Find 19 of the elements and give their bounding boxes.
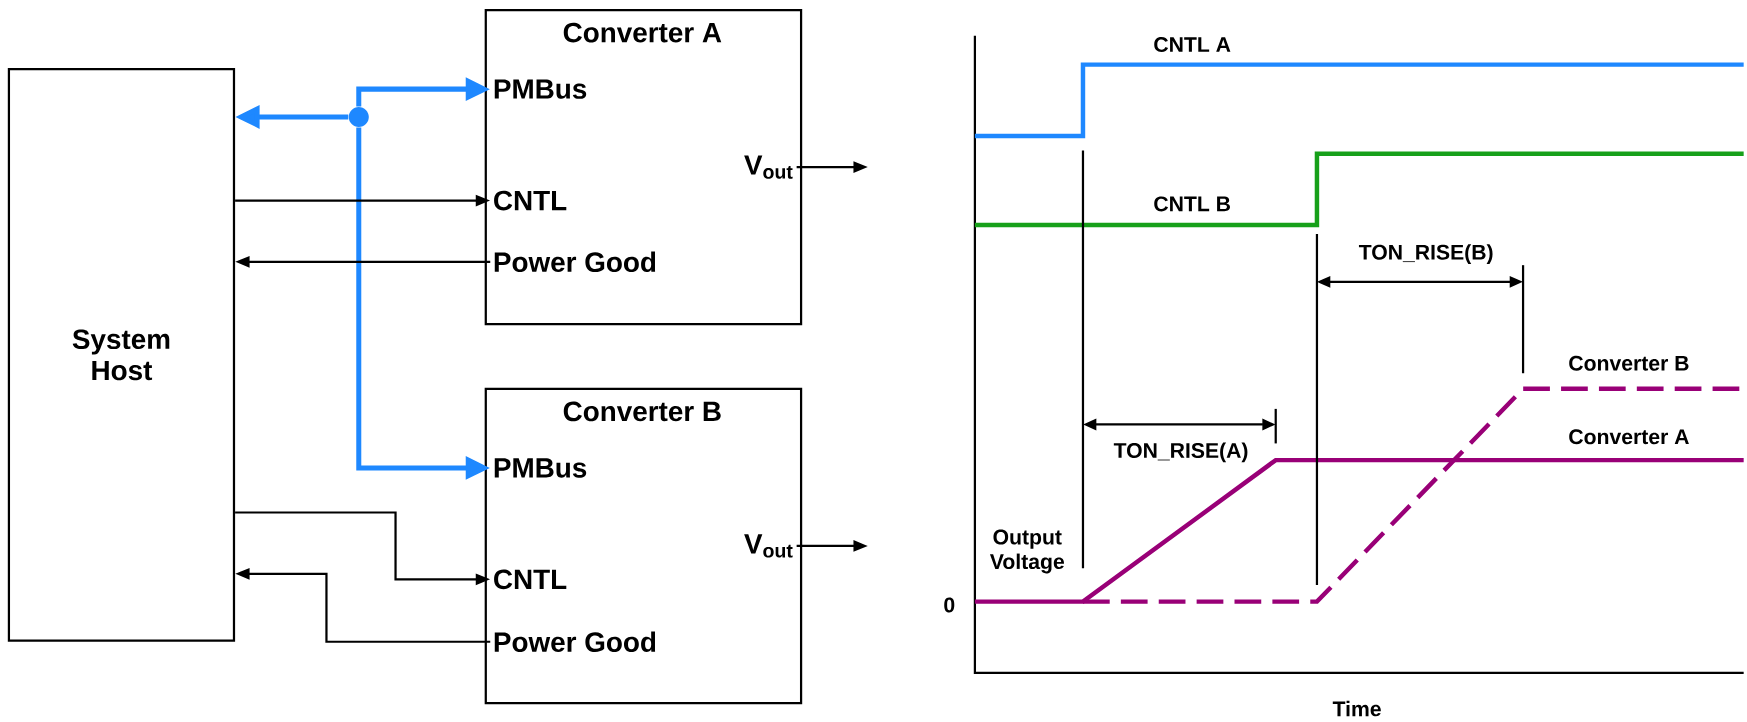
port-label: Power Good [494, 631, 656, 652]
dimension-label: TON_RISE(B) [1358, 244, 1493, 264]
tick-label: 0 [944, 597, 955, 613]
port-label: PMBus [494, 79, 587, 99]
curve-label: Converter B [1569, 355, 1689, 371]
signal-label: CNTL B [1154, 196, 1230, 212]
dimension-label: TON_RISE(A) [1113, 442, 1248, 463]
port-label: CNTL [494, 569, 567, 590]
axis-label: Output Voltage [989, 529, 1064, 574]
port-label: Power Good [494, 251, 656, 273]
signal-label: CNTL A [1154, 37, 1231, 53]
curve-label: Converter A [1569, 429, 1689, 445]
host-box: System Host [7, 67, 236, 642]
port-label: PMBus [494, 458, 587, 478]
axis-label: Time [1332, 700, 1381, 717]
port-label: V$_{out}$ [744, 155, 793, 179]
junction-dot [348, 106, 369, 127]
port-label: CNTL [494, 190, 567, 211]
port-label: V$_{out}$ [744, 534, 793, 558]
